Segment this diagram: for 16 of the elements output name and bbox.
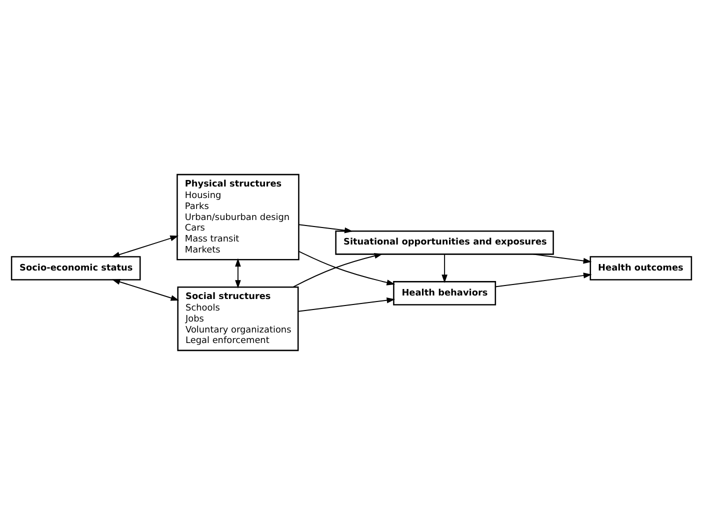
node-box: Health behaviors — [392, 281, 496, 306]
node-box: Health outcomes — [589, 256, 692, 280]
arrow — [441, 254, 447, 283]
arrow — [111, 279, 179, 301]
arrow — [110, 236, 178, 258]
arrow — [494, 272, 592, 288]
arrow — [292, 253, 382, 288]
node-box: Social structures Schools Jobs Voluntary organizations Legal enforcement — [176, 286, 298, 352]
arrow — [297, 297, 395, 312]
arrow — [298, 250, 395, 286]
node-box: Socio-economic status — [10, 256, 140, 280]
arrow — [532, 254, 592, 264]
node-box: Situational opportunities and exposures — [334, 230, 554, 255]
arrow — [234, 258, 240, 288]
arrow — [298, 224, 352, 234]
node-box: Physical structures Housing Parks Urban/suburban design Cars Mass transit Markets — [176, 174, 299, 260]
